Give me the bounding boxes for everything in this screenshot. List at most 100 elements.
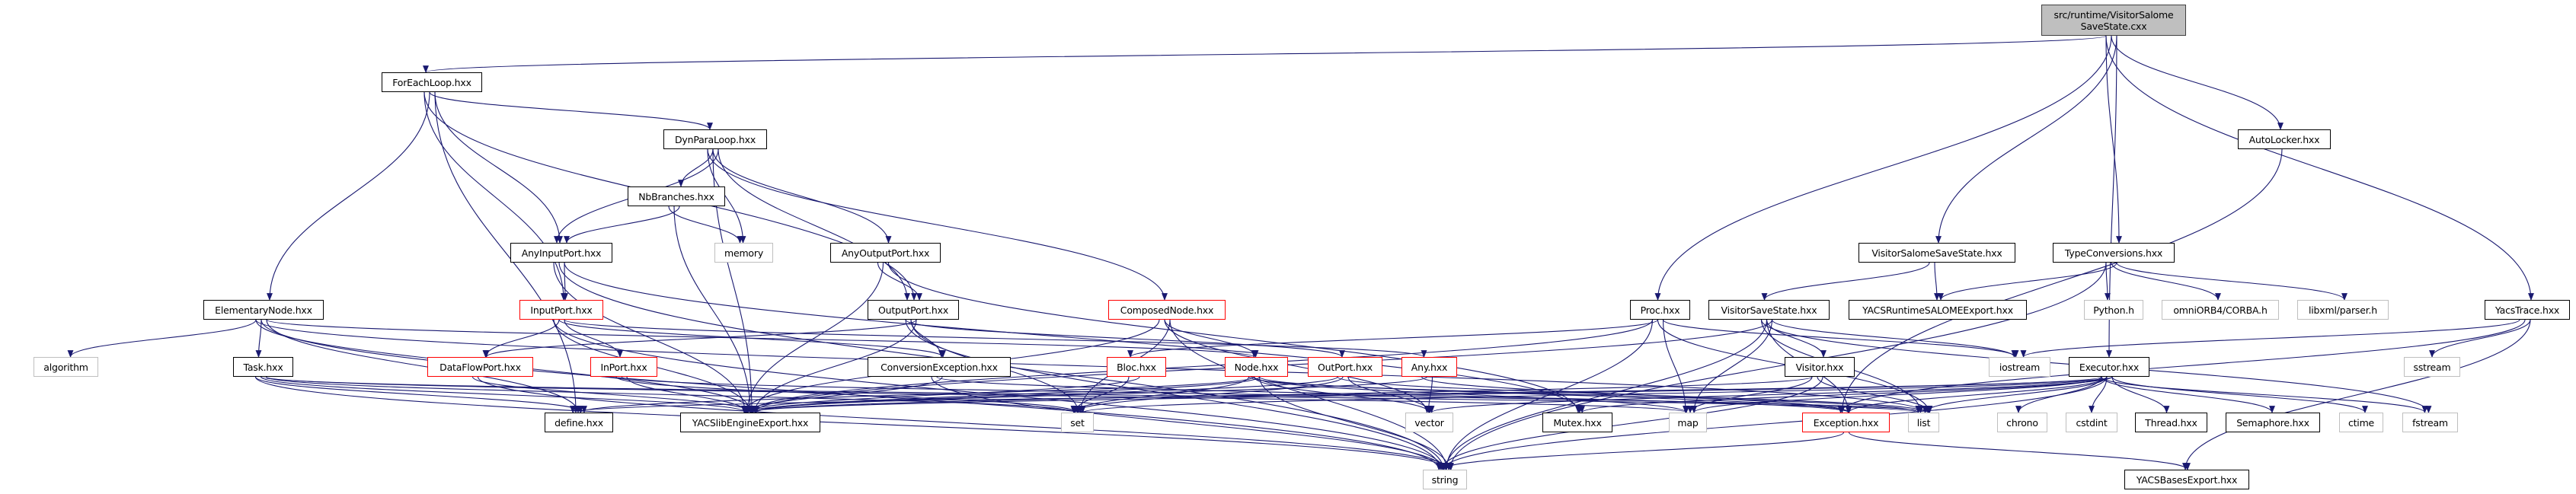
- edge-exception-to-string: [1439, 432, 1845, 470]
- node-proc[interactable]: Proc.hxx: [1630, 300, 1690, 320]
- edge-dyn-para-loop-to-output-port: [718, 148, 910, 301]
- node-semaphore[interactable]: Semaphore.hxx: [2226, 413, 2320, 432]
- node-dyn-para-loop[interactable]: DynParaLoop.hxx: [663, 129, 767, 149]
- node-label: Executor.hxx: [2079, 361, 2140, 373]
- edge-visitor-salome-save-state-to-visitor-save-state: [1761, 262, 1930, 301]
- node-label: libxml/parser.h: [2309, 304, 2377, 316]
- node-visitor-salome-save-state[interactable]: VisitorSalomeSaveState.hxx: [1858, 243, 2015, 263]
- node-label: algorithm: [43, 361, 88, 373]
- edge-data-flow-port-to-yacslib-engine-export: [471, 376, 756, 413]
- edge-input-port-to-any: [564, 319, 1427, 358]
- node-label: cstdint: [2076, 416, 2108, 429]
- node-nb-branches[interactable]: NbBranches.hxx: [628, 186, 725, 206]
- node-label: Semaphore.hxx: [2236, 416, 2309, 429]
- node-yacs-trace[interactable]: YacsTrace.hxx: [2485, 300, 2570, 320]
- node-label: DynParaLoop.hxx: [674, 133, 756, 145]
- node-root: src/runtime/VisitorSalome SaveState.cxx: [2041, 5, 2186, 36]
- node-label: OutPort.hxx: [1318, 361, 1373, 373]
- node-label: Bloc.hxx: [1117, 361, 1156, 373]
- node-label: AutoLocker.hxx: [2248, 133, 2320, 145]
- node-label: Any.hxx: [1411, 361, 1448, 373]
- node-thread[interactable]: Thread.hxx: [2135, 413, 2207, 432]
- node-any-output-port[interactable]: AnyOutputPort.hxx: [830, 243, 941, 263]
- edge-nb-branches-to-memory: [668, 206, 743, 244]
- edge-output-port-to-out-port: [905, 319, 1345, 358]
- node-data-flow-port[interactable]: DataFlowPort.hxx: [427, 357, 533, 377]
- node-bloc[interactable]: Bloc.hxx: [1107, 357, 1166, 377]
- node-label: TypeConversions.hxx: [2064, 247, 2163, 259]
- node-task[interactable]: Task.hxx: [233, 357, 293, 377]
- edge-for-each-loop-to-dyn-para-loop: [429, 91, 713, 130]
- node-yacslib-engine-export[interactable]: YACSlibEngineExport.hxx: [680, 413, 820, 432]
- node-label: AnyOutputPort.hxx: [841, 247, 930, 259]
- edge-task-to-set: [265, 376, 1081, 413]
- node-any[interactable]: Any.hxx: [1401, 357, 1457, 377]
- edge-visitor-salome-save-state-to-yacsruntime-salomeexport: [1934, 262, 1940, 301]
- edge-type-conversions-to-libxml: [2116, 262, 2347, 301]
- node-for-each-loop[interactable]: ForEachLoop.hxx: [382, 72, 482, 92]
- node-label: OutputPort.hxx: [877, 304, 949, 316]
- node-in-port[interactable]: InPort.hxx: [590, 357, 657, 377]
- node-mutex[interactable]: Mutex.hxx: [1542, 413, 1612, 432]
- node-output-port[interactable]: OutputPort.hxx: [868, 300, 959, 320]
- edge-type-conversions-to-python-h: [2105, 262, 2111, 301]
- node-label: YACSBasesExport.hxx: [2136, 473, 2238, 486]
- node-label: Visitor.hxx: [1795, 361, 1844, 373]
- edge-root-to-proc: [1654, 35, 2112, 301]
- edge-task-to-yacslib-engine-export: [260, 376, 749, 413]
- edge-composed-node-to-node: [1164, 319, 1259, 358]
- node-label: YACSlibEngineExport.hxx: [692, 416, 809, 429]
- node-label: src/runtime/VisitorSalome SaveState.cxx: [2053, 8, 2174, 32]
- node-label: Proc.hxx: [1640, 304, 1680, 316]
- node-input-port[interactable]: InputPort.hxx: [519, 300, 603, 320]
- edge-executor-to-yacslib-engine-export: [745, 376, 2102, 413]
- node-auto-locker[interactable]: AutoLocker.hxx: [2238, 129, 2331, 149]
- edge-visitor-save-state-to-iostream: [1771, 319, 2018, 358]
- edge-root-to-yacs-trace: [2105, 35, 2534, 301]
- node-label: iostream: [1999, 361, 2041, 373]
- edge-composed-node-to-string: [1169, 319, 1449, 470]
- node-yacsruntime-salomeexport[interactable]: YACSRuntimeSALOMEExport.hxx: [1849, 300, 2027, 320]
- node-label: YACSRuntimeSALOMEExport.hxx: [1862, 304, 2013, 316]
- edge-visitor-to-string: [1439, 376, 1823, 470]
- node-type-conversions[interactable]: TypeConversions.hxx: [2053, 243, 2175, 263]
- node-out-port[interactable]: OutPort.hxx: [1308, 357, 1382, 377]
- node-exception[interactable]: Exception.hxx: [1802, 413, 1890, 432]
- node-label: DataFlowPort.hxx: [439, 361, 521, 373]
- edge-dyn-para-loop-to-composed-node: [707, 148, 1168, 301]
- node-label: Node.hxx: [1234, 361, 1279, 373]
- edge-root-to-type-conversions: [2105, 35, 2122, 244]
- node-label: ForEachLoop.hxx: [392, 76, 471, 88]
- node-label: VisitorSalomeSaveState.hxx: [1871, 247, 2002, 259]
- edge-for-each-loop-to-elementary-node: [267, 91, 430, 301]
- node-define[interactable]: define.hxx: [545, 413, 613, 432]
- edge-auto-locker-to-exception: [1839, 148, 2283, 413]
- edge-executor-to-set: [1080, 376, 2113, 413]
- edge-executor-to-list: [1922, 376, 2108, 413]
- edge-visitor-save-state-to-map: [1691, 319, 1773, 413]
- node-any-input-port[interactable]: AnyInputPort.hxx: [510, 243, 612, 263]
- node-visitor-save-state[interactable]: VisitorSaveState.hxx: [1708, 300, 1830, 320]
- edge-executor-to-map: [1691, 376, 2102, 413]
- edge-out-port-to-set: [1071, 376, 1344, 413]
- edge-any-to-exception: [1421, 376, 1852, 413]
- node-executor[interactable]: Executor.hxx: [2069, 357, 2149, 377]
- node-label: NbBranches.hxx: [638, 190, 714, 202]
- edge-output-port-to-string: [905, 319, 1443, 470]
- node-conversion-exception[interactable]: ConversionException.hxx: [868, 357, 1011, 377]
- edge-any-input-port-to-input-port: [562, 262, 568, 301]
- node-string: string: [1423, 470, 1467, 489]
- edge-yacs-trace-to-iostream: [2020, 319, 2520, 358]
- edge-root-to-for-each-loop: [423, 35, 2107, 73]
- node-elementary-node[interactable]: ElementaryNode.hxx: [203, 300, 324, 320]
- node-visitor[interactable]: Visitor.hxx: [1785, 357, 1855, 377]
- edge-for-each-loop-to-input-port: [423, 91, 567, 301]
- node-label: YacsTrace.hxx: [2495, 304, 2560, 316]
- edge-node-to-define: [577, 376, 1255, 413]
- node-yacsbases-export[interactable]: YACSBasesExport.hxx: [2124, 470, 2249, 489]
- edge-executor-to-fstream: [2101, 376, 2428, 413]
- node-node[interactable]: Node.hxx: [1225, 357, 1288, 377]
- node-label: InputPort.hxx: [530, 304, 593, 316]
- node-composed-node[interactable]: ComposedNode.hxx: [1108, 300, 1226, 320]
- edge-root-to-visitor-salome-save-state: [1935, 35, 2117, 244]
